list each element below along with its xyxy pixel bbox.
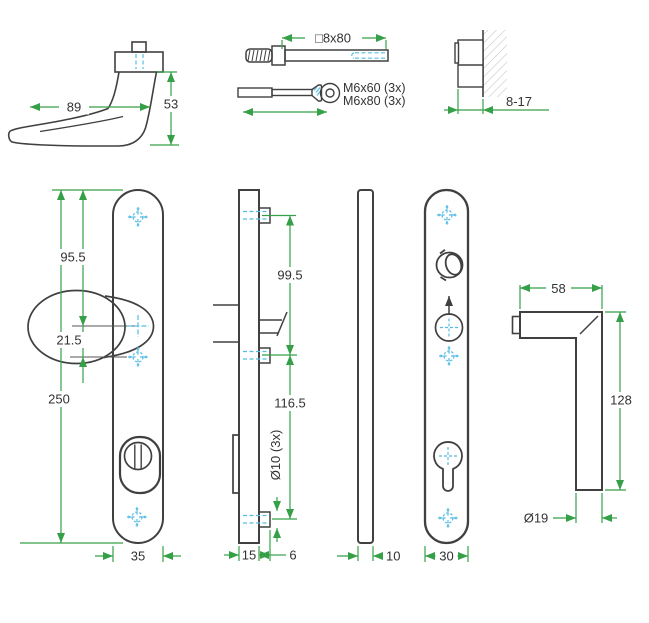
- knob-front: [27, 289, 126, 365]
- label-bg: [270, 395, 311, 411]
- lever-spindle-stub: [511, 315, 521, 335]
- handle-stub-cut: [259, 311, 288, 337]
- dim-handle-to-cyl: 21.5: [56, 333, 81, 348]
- handle-hole: [434, 313, 464, 342]
- knob-neck: [103, 295, 155, 359]
- plate-edge-cap: [454, 42, 460, 64]
- spindle-rod: [284, 49, 389, 62]
- lever-outline: [519, 311, 603, 491]
- label-bg: [305, 30, 362, 46]
- view-screw: [237, 82, 341, 104]
- escutcheon-side: [232, 434, 240, 494]
- outer-plate-outline: [112, 189, 164, 544]
- label-bg: [158, 96, 185, 112]
- view-door-section: 8-17: [444, 30, 549, 114]
- label-bg: [55, 249, 92, 265]
- view-gasket: 10: [337, 189, 400, 564]
- screw-thread: [237, 87, 273, 98]
- dim-handle-height: 53: [164, 97, 178, 112]
- view-spindle: [245, 45, 389, 66]
- handle-grip-edge-line: [39, 115, 124, 133]
- escutcheon-core: [123, 441, 153, 471]
- view-plate-inner: 30: [423, 188, 470, 564]
- label-bg: [606, 392, 636, 408]
- label-bg: [59, 99, 89, 115]
- gasket-outline: [357, 189, 374, 544]
- euro-cylinder-cutout: [433, 441, 463, 492]
- dims-handle-side: [30, 71, 179, 146]
- dims-plate-front: [20, 189, 181, 562]
- screw-head-end-view: [319, 82, 341, 104]
- label-bg: [435, 549, 458, 563]
- dim-lever-reach: 58: [551, 281, 565, 296]
- screw-shank: [271, 88, 313, 97]
- cylinder-escutcheon: [118, 435, 162, 495]
- dim-gasket-thickness: 10: [386, 549, 400, 564]
- stud-bottom: [258, 511, 271, 528]
- dim-stud-length: 6: [289, 548, 296, 563]
- outer-plate-side-outline: [238, 189, 260, 544]
- dim-plate-thickness: 15: [242, 548, 256, 563]
- handle-spindle-peg: [131, 41, 147, 53]
- label-screw-m6x80: M6x80 (3x): [343, 94, 406, 108]
- dim-lever-length: 128: [610, 393, 632, 408]
- door-hatch: [483, 30, 507, 97]
- view-lever: 58 128 Ø19: [511, 281, 636, 526]
- dim-handle-width: 89: [67, 100, 81, 115]
- label-bg: [50, 332, 88, 348]
- label-bg: [273, 267, 307, 283]
- dim-stud-spacing-lower: 116.5: [274, 396, 306, 411]
- dim-top-to-handle: 95.5: [60, 250, 85, 265]
- spindle-collar: [271, 45, 286, 66]
- handle-body-outline: [7, 71, 158, 147]
- label-bg: [45, 391, 75, 407]
- handle-cap: [114, 51, 164, 73]
- lever-mitre-line: [579, 315, 599, 335]
- dim-plate-height: 250: [48, 392, 70, 407]
- dim-lever-diameter: Ø19: [524, 511, 549, 526]
- label-bg: [546, 281, 571, 296]
- view-plate-front: [27, 189, 164, 544]
- cylinder-collar-ring: [435, 249, 464, 282]
- dim-plate-width: 35: [131, 549, 145, 564]
- view-plate-side: [213, 189, 288, 544]
- dim-stud-spacing-upper: 99.5: [277, 268, 302, 283]
- dim-stud-diameter: Ø10 (3x): [268, 430, 283, 481]
- dims-plate-side: [224, 214, 297, 561]
- dim-spindle-size: □8x80: [315, 31, 351, 46]
- screw-head: [311, 84, 323, 102]
- inner-plate-outline: [423, 188, 470, 545]
- dim-door-thickness: 8-17: [506, 94, 532, 109]
- dim-inner-plate-width: 30: [439, 549, 453, 564]
- view-handle-side: [7, 41, 164, 147]
- screw-socket: [325, 88, 335, 98]
- label-screw-m6x60: M6x60 (3x): [343, 81, 406, 95]
- plate-edge-on-door: [457, 39, 484, 88]
